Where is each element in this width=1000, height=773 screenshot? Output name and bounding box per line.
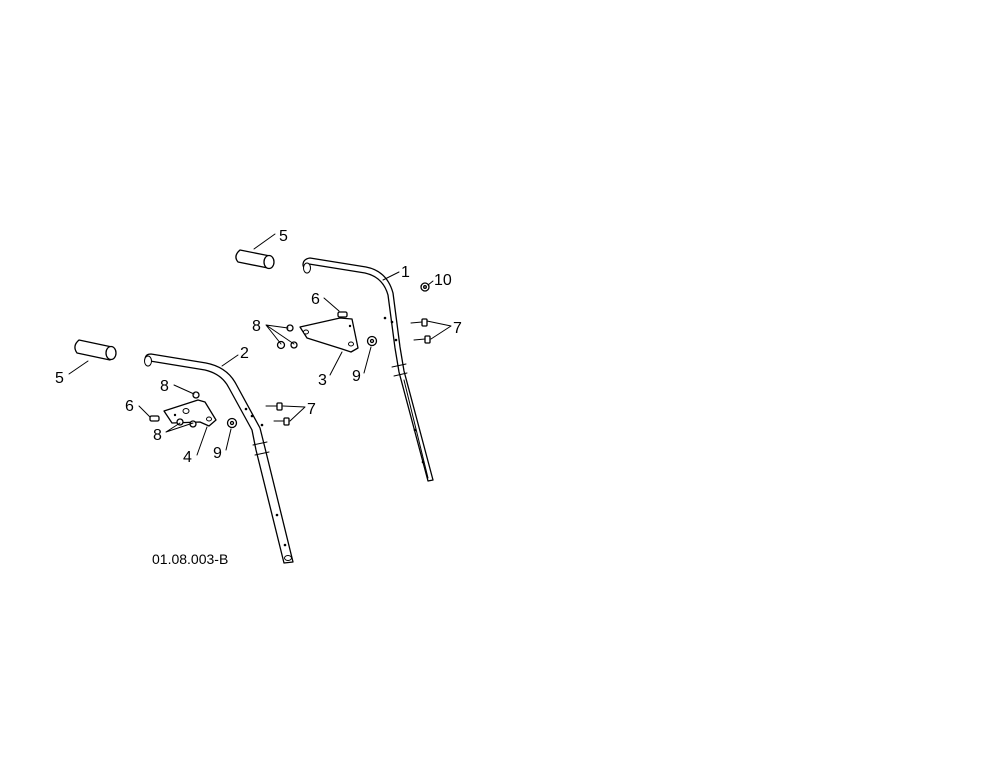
bolts-right — [410, 318, 431, 344]
washer-left — [226, 417, 238, 429]
callout-5-left: 5 — [55, 370, 64, 387]
nuts-left — [176, 391, 200, 428]
nuts-right — [276, 324, 298, 350]
callout-7-left: 7 — [307, 401, 316, 418]
grip-left — [74, 339, 117, 361]
washer-right — [366, 335, 378, 347]
callout-10: 10 — [434, 272, 452, 289]
pin-left — [149, 415, 160, 422]
callout-3: 3 — [318, 372, 327, 389]
callout-1: 1 — [401, 264, 410, 281]
callout-5-right: 5 — [279, 228, 288, 245]
grip-right — [235, 249, 275, 270]
callout-6-left: 6 — [125, 398, 134, 415]
callout-6-right: 6 — [311, 291, 320, 308]
callout-2: 2 — [240, 345, 249, 362]
pin-right — [337, 311, 348, 318]
callout-9-left: 9 — [213, 445, 222, 462]
callout-8-left-top: 8 — [160, 378, 169, 395]
washer-top — [420, 282, 430, 292]
callout-4: 4 — [183, 449, 192, 466]
handle-right — [302, 257, 434, 482]
diagram-code: 01.08.003-B — [152, 551, 228, 567]
handle-left — [144, 353, 294, 564]
callout-7-right: 7 — [453, 320, 462, 337]
callout-8-right: 8 — [252, 318, 261, 335]
leader-lines — [68, 233, 452, 456]
bolts-left — [265, 402, 290, 426]
callout-8-left-bottom: 8 — [153, 427, 162, 444]
callout-9-right: 9 — [352, 368, 361, 385]
bracket-right — [299, 317, 359, 353]
